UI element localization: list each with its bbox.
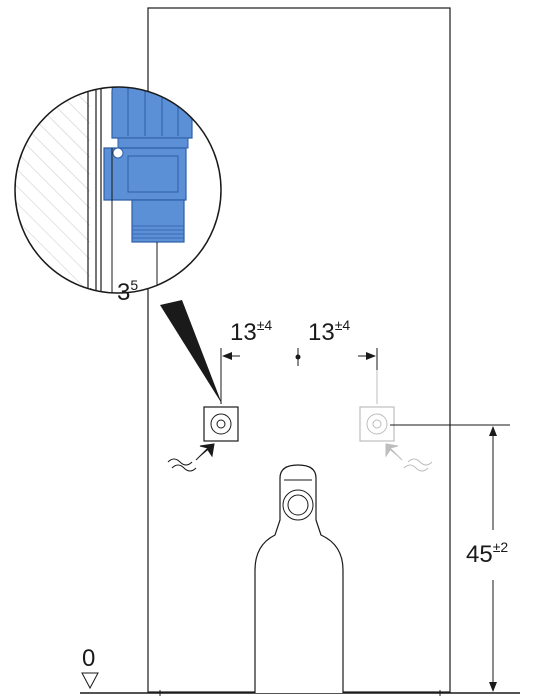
floor-level-marker-icon	[81, 672, 99, 690]
water-connection-right	[359, 406, 395, 442]
spacing-dimension	[220, 348, 378, 404]
waste-outlet	[254, 464, 344, 693]
water-inlet-arrow-icon	[167, 443, 215, 472]
detail-leader	[160, 300, 222, 404]
spacing-left-label: 13±4	[230, 317, 272, 346]
spacing-right-label: 13±4	[308, 317, 350, 346]
valve-offset-label: 35	[117, 277, 138, 306]
water-inlet-arrow-faint-icon	[385, 443, 433, 472]
height-label: 45±2	[466, 539, 508, 568]
water-connection-left	[203, 406, 239, 442]
floor-level-label: 0	[82, 645, 95, 672]
height-dimension	[390, 424, 510, 692]
